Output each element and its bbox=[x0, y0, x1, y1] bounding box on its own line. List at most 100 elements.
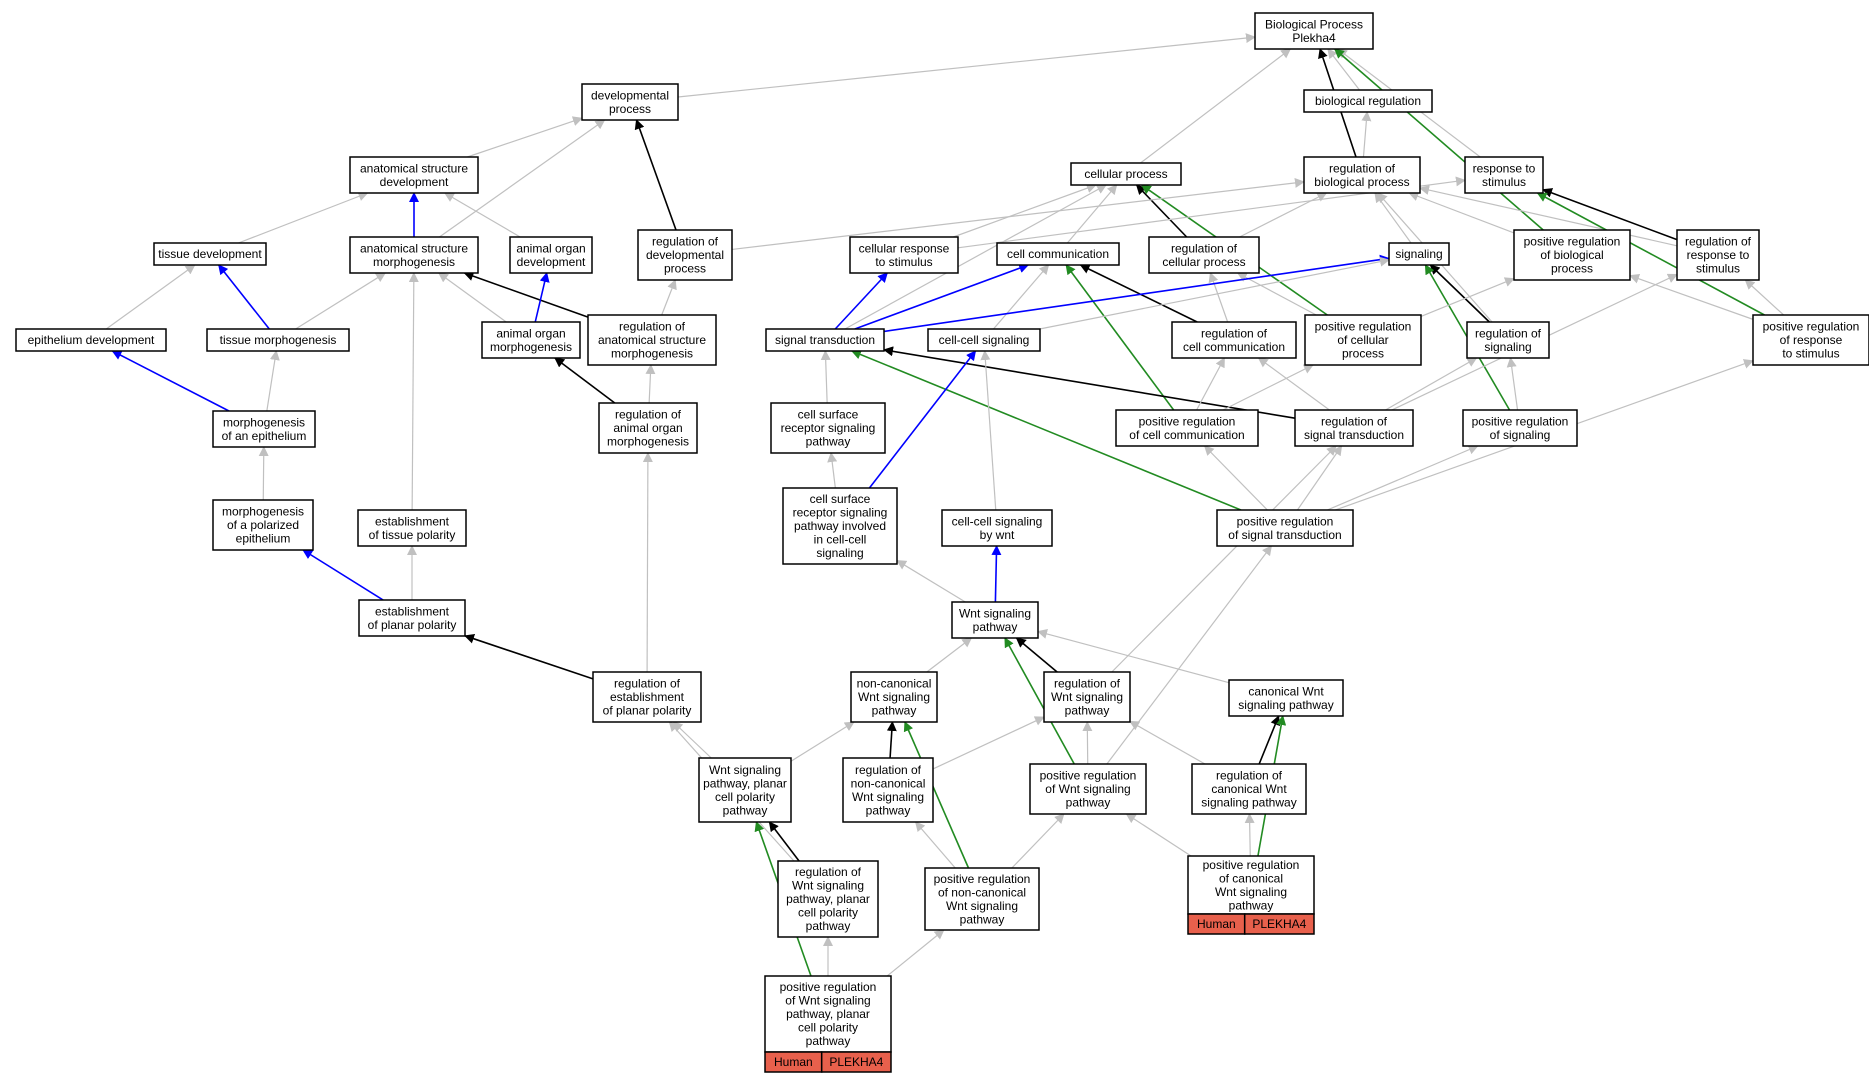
term-label-line: cell-cell signaling bbox=[939, 333, 1030, 347]
edge-blue-sigtrans-to-cellresp bbox=[834, 272, 888, 330]
term-box bbox=[581, 83, 679, 121]
term-label-line: developmental bbox=[591, 88, 669, 102]
annotation-cell bbox=[1243, 913, 1315, 935]
term-label-line: positive regulation bbox=[1763, 320, 1860, 334]
term-label-line: canonical Wnt bbox=[1248, 684, 1324, 698]
term-label-line: morphogenesis bbox=[373, 255, 455, 269]
edge-gray-posregresp-to-posregbp bbox=[1629, 273, 1754, 320]
term-label-line: of Wnt signaling bbox=[1045, 782, 1130, 796]
edge-gray-posregcc-to-regcc bbox=[1196, 357, 1225, 411]
term-box bbox=[850, 671, 938, 723]
edge-gray-tisdev-to-asd bbox=[238, 191, 369, 244]
term-label-line: biological process bbox=[1314, 175, 1409, 189]
edge-black-regnoncan-to-noncan bbox=[886, 721, 897, 759]
term-box bbox=[849, 236, 959, 274]
edge-black-regresp-to-resp bbox=[1542, 188, 1678, 241]
edge-black-regasm-to-asm bbox=[463, 271, 589, 318]
edge-gray-sigtrans-to-cellproc bbox=[844, 184, 1107, 330]
edge-blue-wnt-to-ccwnt bbox=[991, 545, 1002, 603]
term-label-line: stimulus bbox=[1696, 262, 1740, 276]
term-label-line: biological regulation bbox=[1315, 94, 1421, 108]
term-label-line: of response bbox=[1780, 333, 1843, 347]
edge-green-posregresp-to-resp bbox=[1536, 192, 1765, 316]
term-box bbox=[1187, 855, 1315, 915]
term-box bbox=[1388, 242, 1450, 266]
edge-gray-ccsig-to-signaling bbox=[1039, 256, 1390, 330]
term-box bbox=[598, 402, 698, 454]
edge-gray-tismorph-to-asm bbox=[295, 272, 387, 330]
term-box bbox=[1254, 12, 1374, 50]
term-label-line: Plekha4 bbox=[1292, 31, 1336, 45]
term-label-line: Wnt signaling bbox=[1215, 885, 1287, 899]
term-box bbox=[951, 601, 1039, 639]
term-label-line: pathway bbox=[806, 919, 851, 933]
term-label-line: to stimulus bbox=[1782, 347, 1839, 361]
term-label-line: Wnt signaling bbox=[959, 606, 1031, 620]
edge-gray-posregsig-to-regsig bbox=[1506, 357, 1519, 411]
term-box bbox=[1303, 89, 1433, 113]
term-label-line: positive regulation bbox=[1472, 414, 1569, 428]
term-label-line: signal transduction bbox=[775, 333, 875, 347]
edge-gray-posregcp-to-posregbp bbox=[1420, 277, 1515, 317]
term-label-line: animal organ bbox=[613, 421, 682, 435]
term-label-line: signaling bbox=[1484, 340, 1531, 354]
term-label-line: signaling pathway bbox=[1201, 796, 1296, 810]
term-label-line: pathway bbox=[806, 435, 851, 449]
term-label-line: pathway bbox=[866, 803, 911, 817]
edge-gray-csrsp-to-sigtrans bbox=[820, 350, 831, 404]
term-box bbox=[1752, 314, 1869, 366]
term-label-line: process bbox=[664, 262, 706, 276]
term-box bbox=[941, 509, 1053, 547]
edge-gray-regestplan-to-regaom bbox=[642, 452, 653, 673]
node-layer: Biological ProcessPlekha4developmentalpr… bbox=[15, 12, 1869, 1073]
term-node-tisdev: tissue development bbox=[153, 242, 267, 266]
term-box bbox=[698, 757, 792, 823]
edge-blue-sigtrans-to-signaling bbox=[883, 254, 1390, 333]
term-label-line: positive regulation bbox=[1139, 414, 1236, 428]
term-box bbox=[349, 236, 479, 274]
edge-green-posregwnt-to-wnt bbox=[1004, 637, 1075, 765]
edge-green-posregcc-to-cellcomm bbox=[1065, 264, 1175, 411]
edge-gray-canwnt-to-wnt bbox=[1037, 629, 1230, 684]
edge-gray-ccwnt-to-ccsig bbox=[980, 350, 997, 511]
edge-gray-devproc-to-bp bbox=[677, 33, 1256, 98]
edge-gray-asd-to-devproc bbox=[467, 116, 583, 158]
term-label-line: of Wnt signaling bbox=[785, 994, 870, 1008]
term-label-line: signaling bbox=[816, 546, 863, 560]
term-label-line: of planar polarity bbox=[368, 618, 457, 632]
edge-blue-tismorph-to-tisdev bbox=[218, 264, 270, 330]
term-label-line: epithelium bbox=[236, 532, 291, 546]
term-node-signaling: signaling bbox=[1388, 242, 1450, 266]
term-box bbox=[481, 321, 581, 359]
term-box bbox=[1304, 314, 1422, 366]
term-label-line: establishment bbox=[610, 690, 685, 704]
term-label-line: Wnt signaling bbox=[852, 790, 924, 804]
term-label-line: receptor signaling bbox=[793, 506, 888, 520]
term-label-line: Wnt signaling bbox=[858, 690, 930, 704]
edge-gray-signaling-to-regbp bbox=[1374, 192, 1412, 244]
term-label-line: regulation of bbox=[1201, 326, 1268, 340]
term-label-line: tissue morphogenesis bbox=[220, 333, 337, 347]
term-label-line: of signal transduction bbox=[1228, 528, 1341, 542]
term-box bbox=[1171, 321, 1297, 359]
term-box bbox=[637, 229, 733, 281]
term-label-line: positive regulation bbox=[1315, 320, 1412, 334]
term-label-line: Wnt signaling bbox=[1051, 690, 1123, 704]
term-node-cellcomm: cell communication bbox=[996, 242, 1120, 266]
edge-green-posregbp-to-bp bbox=[1333, 48, 1544, 231]
term-label-line: to stimulus bbox=[875, 255, 932, 269]
term-label-line: morphogenesis bbox=[607, 435, 689, 449]
edge-gray-posregbp-to-regbp bbox=[1408, 191, 1515, 234]
edge-gray-cellcomm-to-cellproc bbox=[1066, 184, 1118, 244]
edge-gray-csrspcc-to-csrsp bbox=[827, 452, 838, 489]
